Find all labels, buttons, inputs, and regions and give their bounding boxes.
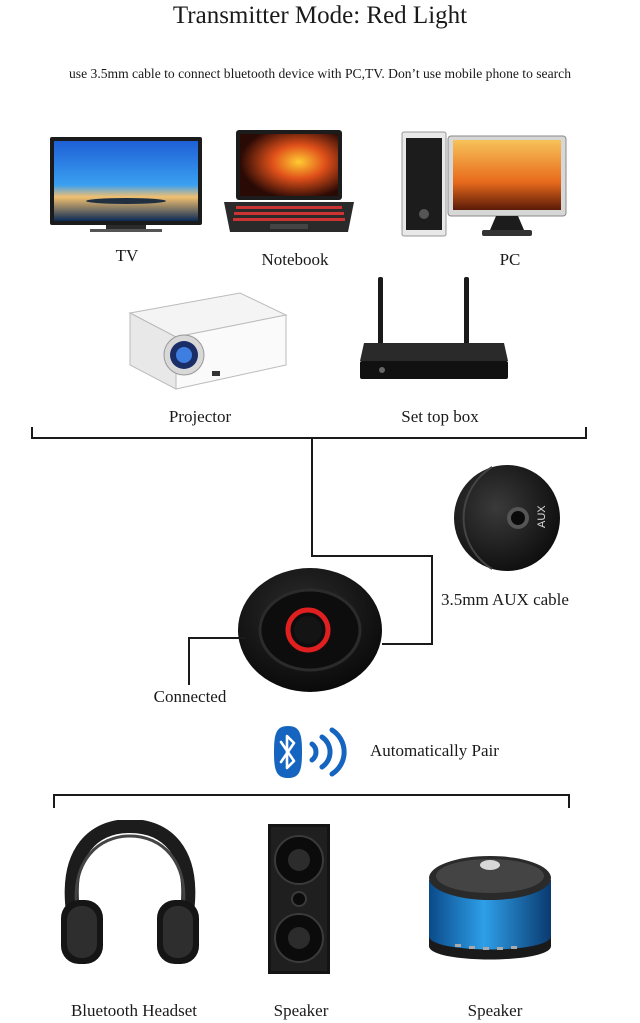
pair-label: Automatically Pair: [370, 741, 499, 760]
output-bracket-right-tick: [568, 794, 570, 808]
source-connector-line: [311, 437, 313, 557]
source-bracket-left-tick: [31, 427, 33, 439]
output-bracket-line: [53, 794, 570, 796]
round-bluetooth-speaker-icon: [425, 840, 555, 970]
cable-line-right: [431, 555, 433, 645]
source-bracket-right-tick: [585, 427, 587, 439]
projector-label: Projector: [168, 407, 232, 426]
tv-label: TV: [115, 246, 139, 265]
tower-speaker-icon: [268, 824, 330, 974]
status-label: Connected: [153, 687, 227, 706]
round-speaker-label: Speaker: [467, 1001, 523, 1020]
cable-line-bottom: [382, 643, 433, 645]
source-bracket-line: [31, 437, 587, 439]
cable-line-top: [311, 555, 433, 557]
instruction-text: use 3.5mm cable to connect bluetooth dev…: [69, 66, 571, 81]
page-title: Transmitter Mode: Red Light: [172, 2, 468, 29]
status-callout-line-v: [188, 637, 190, 685]
status-callout-line-h: [188, 637, 246, 639]
bluetooth-icon: [272, 724, 352, 780]
desktop-pc-icon: [400, 130, 570, 240]
pc-label: PC: [499, 250, 521, 269]
set-top-box-label: Set top box: [401, 407, 479, 426]
bluetooth-transmitter-icon: [236, 564, 384, 694]
headphones-icon: [55, 820, 205, 970]
output-bracket-left-tick: [53, 794, 55, 808]
projector-icon: [120, 285, 290, 395]
tower-speaker-label: Speaker: [273, 1001, 329, 1020]
laptop-icon: [222, 130, 356, 234]
headset-label: Bluetooth Headset: [70, 1001, 198, 1020]
cable-label: 3.5mm AUX cable: [441, 590, 569, 609]
set-top-box-icon: [360, 275, 510, 385]
notebook-label: Notebook: [261, 250, 329, 269]
aux-port-icon: [452, 463, 562, 573]
aux-port-label: AUX: [536, 505, 548, 528]
tv-icon: [50, 135, 202, 235]
